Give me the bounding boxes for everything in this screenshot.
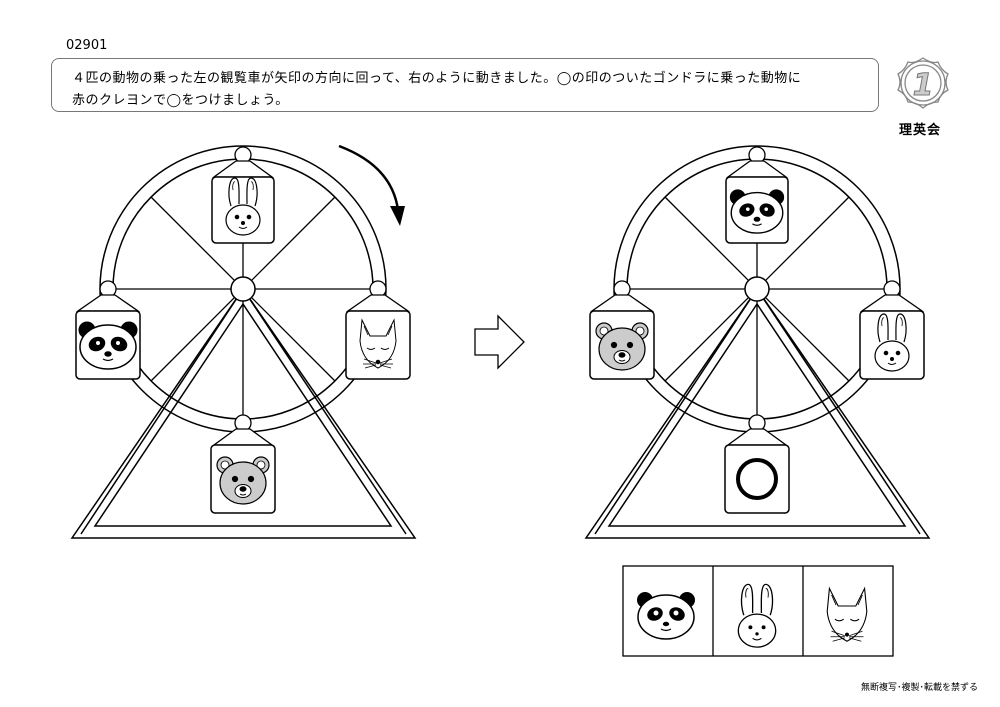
left-wheel-hub [230,276,256,302]
instruction-box: ４匹の動物の乗った左の観覧車が矢印の方向に回って、右のように動きました。◯の印の… [51,58,879,112]
right-gondola-left [589,280,655,380]
circle-mark-icon [736,458,778,500]
rotation-arrow-icon [338,144,405,226]
right-ferris-wheel [584,145,931,539]
left-gondola-right [345,280,411,380]
riekai-logo-icon: 1 [897,57,949,109]
panda-face-icon [729,189,785,234]
right-gondola-bottom [724,414,790,514]
instruction-line-1: ４匹の動物の乗った左の観覧車が矢印の方向に回って、右のように動きました。◯の印の… [72,71,802,86]
left-gondola-bottom [210,414,276,514]
worksheet-code: 02901 [66,38,108,53]
right-gondola-right [859,280,925,380]
left-wheel-stand-inner [93,302,393,527]
left-ferris-wheel [70,145,417,539]
copyright-notice: 無断複写･複製･転載を禁ずる [860,683,978,693]
right-gondola-top [725,146,789,244]
choice-panda[interactable] [623,566,713,656]
panda-face-icon [636,591,696,640]
instruction-line-2: 赤のクレヨンで◯をつけましょう。 [72,93,289,108]
right-arrow-icon [474,314,525,370]
logo-digit: 1 [913,68,934,103]
right-wheel-stand-inner [607,302,907,527]
panda-face-icon [78,321,138,370]
answer-choices [622,565,894,657]
brand-name: 理英会 [899,123,942,138]
choice-fox[interactable] [803,566,893,656]
left-gondola-left [75,280,141,380]
right-wheel-hub [744,276,770,302]
left-gondola-top [211,146,275,244]
choice-rabbit[interactable] [713,566,803,656]
